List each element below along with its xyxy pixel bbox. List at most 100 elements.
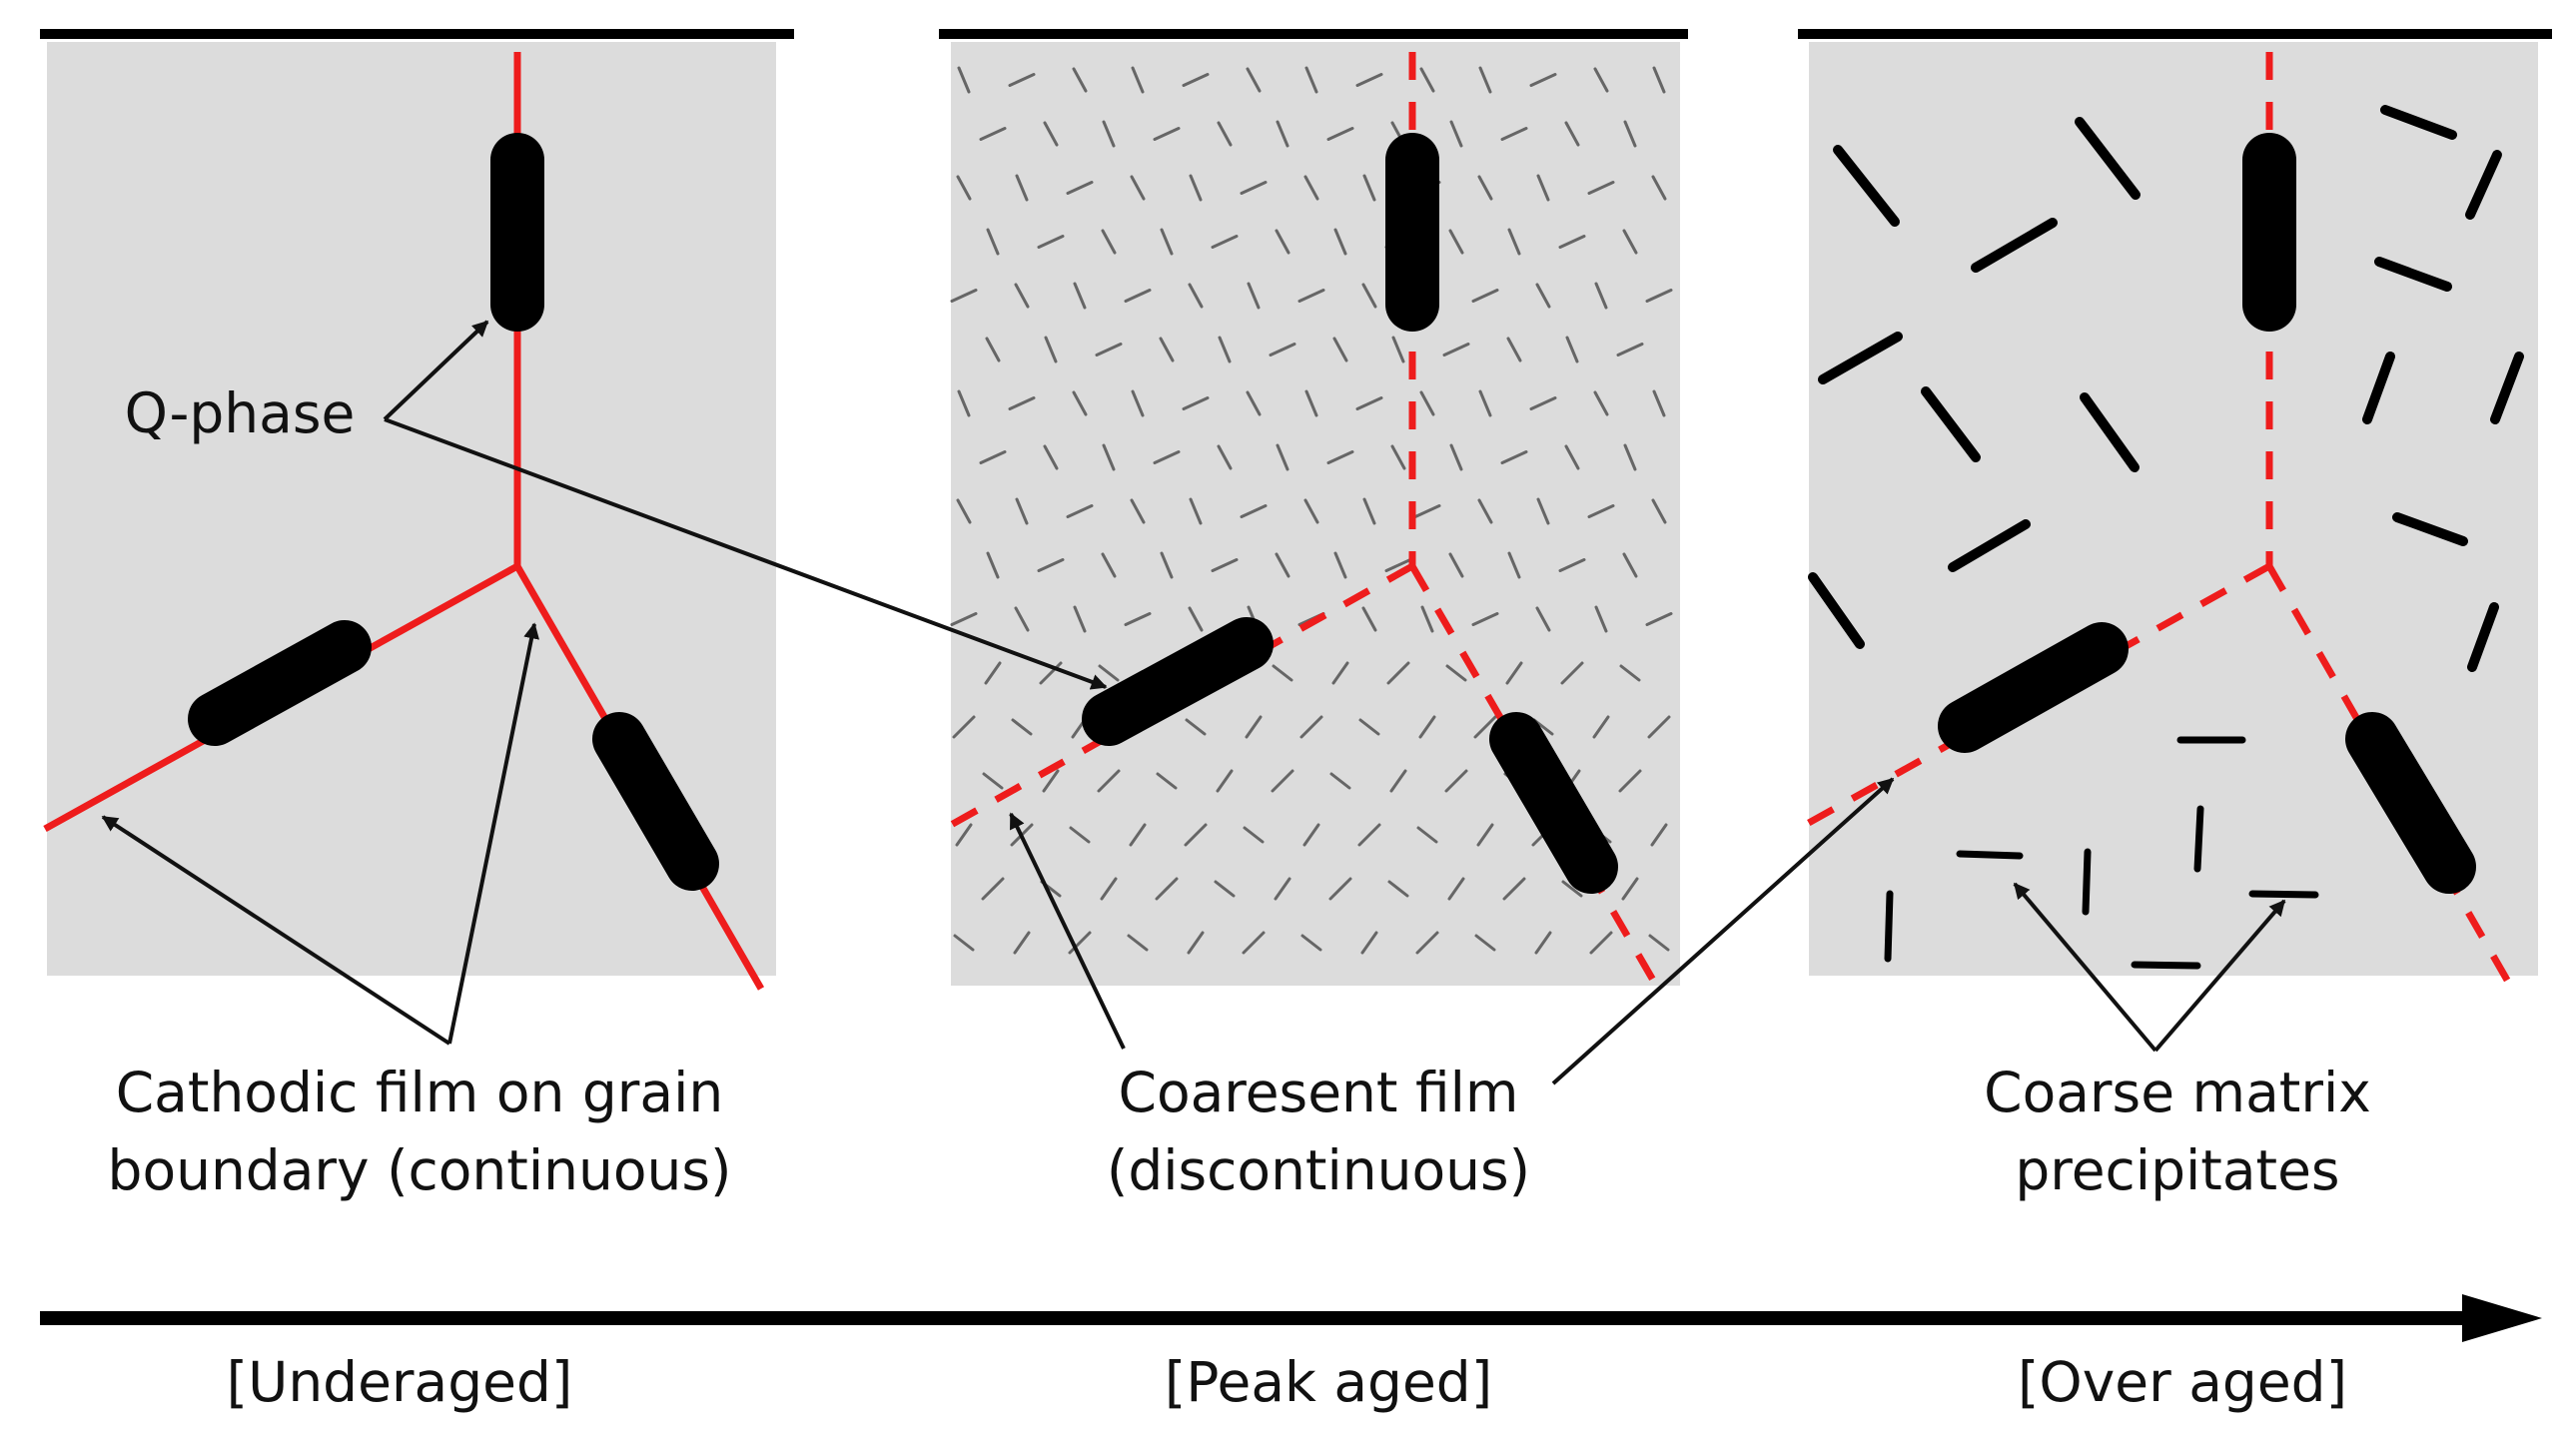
fine-precipitate bbox=[1011, 718, 1033, 736]
fine-precipitate bbox=[1184, 823, 1208, 847]
fine-precipitate bbox=[956, 175, 972, 201]
fine-precipitate bbox=[1420, 605, 1434, 633]
fine-precipitate bbox=[1619, 664, 1641, 682]
fine-precipitate bbox=[1449, 443, 1463, 471]
fine-precipitate bbox=[1413, 504, 1441, 518]
fine-precipitate bbox=[1560, 661, 1584, 685]
fine-precipitate bbox=[1386, 661, 1410, 685]
fine-precipitate bbox=[1124, 612, 1152, 626]
fine-precipitate bbox=[1304, 66, 1318, 94]
fine-precipitate bbox=[1477, 498, 1493, 524]
fine-precipitate bbox=[1127, 934, 1149, 952]
fine-precipitate bbox=[1561, 880, 1583, 898]
fine-precipitate bbox=[955, 823, 973, 847]
fine-precipitate bbox=[1214, 880, 1236, 898]
fine-precipitate bbox=[984, 661, 1002, 685]
fine-precipitate bbox=[1332, 337, 1348, 362]
fine-precipitate bbox=[1618, 769, 1642, 793]
fine-precipitate bbox=[1130, 175, 1146, 201]
fine-precipitate bbox=[1187, 931, 1205, 955]
fine-precipitate bbox=[957, 389, 971, 417]
fine-precipitate bbox=[1500, 450, 1528, 464]
fine-precipitate bbox=[1390, 444, 1406, 470]
fine-precipitate bbox=[1648, 934, 1670, 952]
fine-precipitate bbox=[1621, 877, 1639, 901]
fine-precipitate bbox=[1275, 229, 1290, 255]
fine-precipitate bbox=[1331, 661, 1349, 685]
fine-precipitate bbox=[1502, 877, 1526, 901]
panel-over-aged bbox=[1796, 29, 2552, 991]
fine-precipitate bbox=[1068, 931, 1092, 955]
fine-precipitate bbox=[1387, 880, 1409, 898]
fine-precipitate bbox=[1358, 718, 1380, 736]
fine-precipitate bbox=[1419, 67, 1435, 93]
fine-precipitate bbox=[1442, 343, 1470, 357]
fine-precipitate bbox=[1384, 558, 1412, 572]
fine-precipitate bbox=[1623, 120, 1637, 148]
fine-precipitate bbox=[1449, 120, 1463, 148]
fine-precipitate bbox=[1471, 289, 1499, 303]
fine-precipitate bbox=[1160, 228, 1174, 256]
fine-precipitate bbox=[1416, 826, 1438, 844]
coaresent-film-arrow-1 bbox=[1009, 812, 1126, 1050]
fine-precipitate bbox=[1240, 181, 1268, 195]
fine-precipitate bbox=[1153, 450, 1181, 464]
fine-precipitate bbox=[1073, 282, 1087, 310]
fine-precipitate bbox=[1616, 343, 1644, 357]
q-phase-particles bbox=[188, 133, 719, 891]
fine-precipitate bbox=[1535, 283, 1551, 309]
q-phase-particles bbox=[1938, 133, 2476, 894]
fine-precipitate bbox=[1536, 497, 1550, 525]
fine-precipitate bbox=[1564, 444, 1580, 470]
fine-precipitate bbox=[979, 127, 1007, 141]
q-phase-arrow-2 bbox=[384, 417, 1108, 690]
fine-precipitate bbox=[1558, 558, 1586, 572]
fine-precipitate bbox=[1102, 443, 1116, 471]
fine-precipitate bbox=[956, 498, 972, 524]
fine-precipitate bbox=[1478, 389, 1492, 417]
fine-precipitate bbox=[1066, 504, 1094, 518]
fine-precipitate bbox=[1303, 498, 1319, 524]
fine-matrix-precipitates bbox=[950, 66, 1673, 955]
fine-precipitate bbox=[1647, 715, 1671, 739]
fine-precipitate bbox=[1299, 715, 1323, 739]
fine-precipitate bbox=[981, 877, 1005, 901]
fine-precipitate bbox=[1589, 931, 1613, 955]
fine-precipitate bbox=[1015, 497, 1029, 525]
axis-arrowhead bbox=[2462, 1294, 2542, 1342]
fine-precipitate bbox=[1245, 715, 1263, 739]
fine-precipitate bbox=[1189, 174, 1203, 202]
fine-precipitate bbox=[1159, 337, 1175, 362]
fine-precipitate bbox=[1211, 235, 1239, 249]
fine-precipitate bbox=[1102, 120, 1116, 148]
coaresent-film-arrow-2 bbox=[1551, 777, 1895, 1085]
fine-precipitate bbox=[1014, 606, 1030, 632]
fine-precipitate bbox=[1246, 67, 1262, 93]
fine-precipitate bbox=[1529, 73, 1557, 87]
fine-precipitate bbox=[1474, 934, 1496, 952]
fine-precipitate bbox=[1155, 877, 1179, 901]
fine-precipitate bbox=[1066, 181, 1094, 195]
fine-precipitate bbox=[1100, 877, 1118, 901]
fine-precipitate bbox=[1274, 877, 1291, 901]
fine-precipitate bbox=[1326, 450, 1354, 464]
fine-precipitate bbox=[1652, 389, 1666, 417]
coarse-precip-arrow-2 bbox=[2153, 899, 2286, 1053]
fine-precipitate bbox=[1361, 283, 1377, 309]
fine-precipitate bbox=[1160, 551, 1174, 579]
fine-precipitate bbox=[982, 772, 1004, 790]
fine-precipitate bbox=[1505, 661, 1523, 685]
fine-precipitate bbox=[1477, 175, 1493, 201]
coarse-precip-arrow-1 bbox=[2013, 882, 2157, 1053]
fine-precipitate bbox=[1188, 606, 1204, 632]
fine-precipitate bbox=[1587, 504, 1615, 518]
fine-precipitate bbox=[1650, 823, 1668, 847]
fine-precipitate bbox=[1471, 612, 1499, 626]
fine-precipitate bbox=[1182, 396, 1210, 410]
fine-precipitate bbox=[1645, 612, 1673, 626]
fine-precipitate bbox=[1124, 289, 1152, 303]
fine-precipitate bbox=[1246, 390, 1262, 416]
fine-precipitate bbox=[1507, 228, 1521, 256]
fine-precipitate bbox=[1242, 931, 1266, 955]
fine-precipitate bbox=[1185, 718, 1207, 736]
